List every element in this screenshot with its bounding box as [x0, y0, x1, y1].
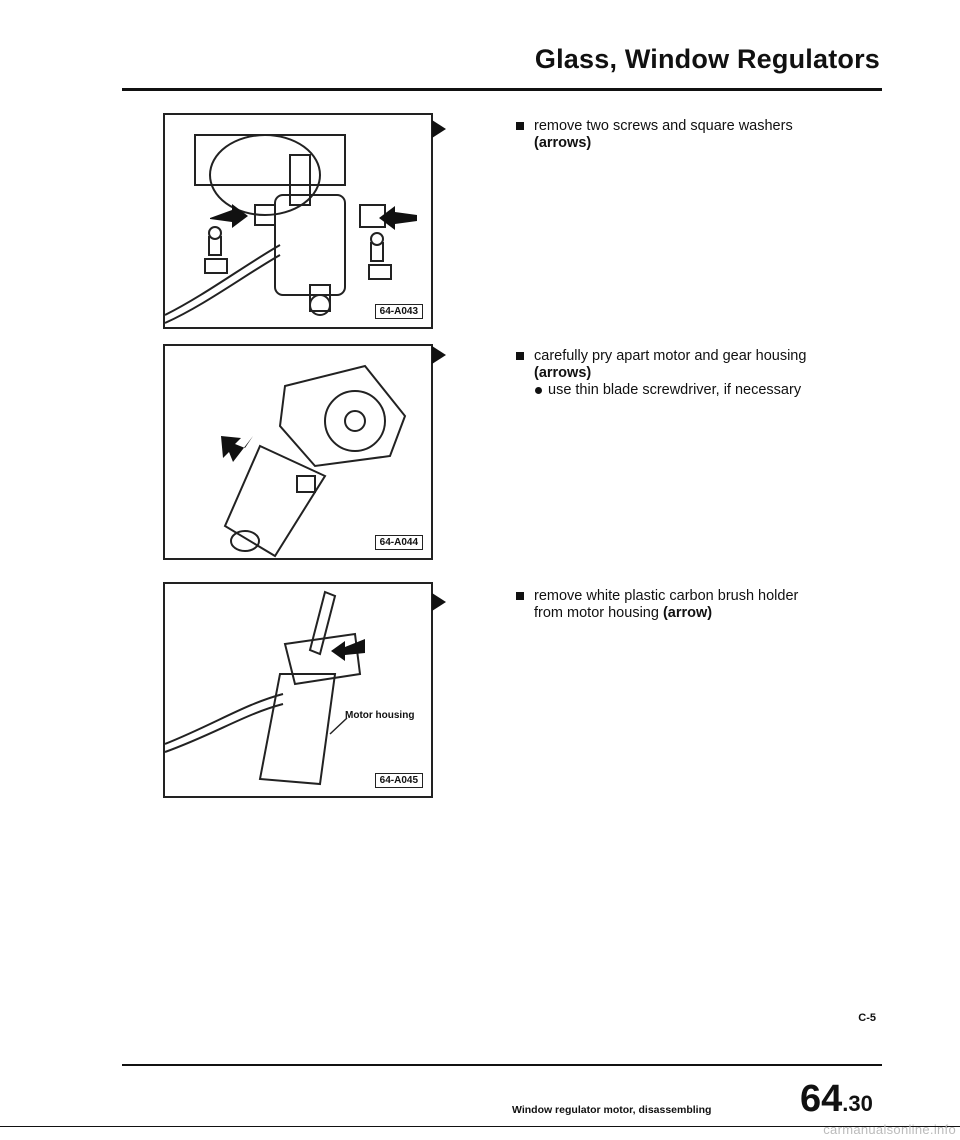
bullet-icon	[516, 352, 524, 360]
motor-gear-housing-illustration	[221, 364, 407, 558]
figure-2: 64-A044	[163, 344, 433, 560]
sub-step: use thin blade screwdriver, if necessary	[534, 382, 896, 399]
figure-1: 64-A043	[163, 113, 433, 329]
step-text: remove two screws and square washers	[534, 118, 793, 134]
pointer-arrow-icon	[432, 346, 446, 364]
pointer-arrow-icon	[432, 593, 446, 611]
footer-bottom-rule	[0, 1126, 960, 1127]
step-emphasis: (arrows)	[534, 365, 592, 381]
step-text: carefully pry apart motor and gear housi…	[534, 348, 807, 364]
figure-code: 64-A044	[374, 535, 423, 550]
footer-rule	[122, 1064, 882, 1066]
step-text: remove white plastic carbon brush holder	[534, 588, 799, 604]
figure-3: Motor housing 64-A045	[163, 582, 433, 798]
section-minor: .30	[842, 1091, 873, 1116]
brush-holder-illustration	[165, 590, 365, 786]
step-text-line2: from motor housing	[534, 605, 659, 621]
step-1: remove two screws and square washers (ar…	[516, 118, 896, 152]
pointer-arrow-icon	[432, 120, 446, 138]
section-major: 64	[800, 1078, 843, 1120]
step-3: remove white plastic carbon brush holder…	[516, 588, 896, 622]
figure-code: 64-A045	[374, 773, 423, 788]
bullet-icon	[516, 592, 524, 600]
motor-screws-illustration	[165, 134, 417, 324]
watermark: carmanualsonline.info	[823, 1122, 956, 1137]
sub-bullet-icon	[535, 387, 542, 394]
motor-housing-callout: Motor housing	[345, 710, 415, 721]
figure-code: 64-A043	[374, 304, 423, 319]
section-number: 64.30	[800, 1078, 873, 1121]
sub-step-text: use thin blade screwdriver, if necessary	[548, 382, 802, 398]
page-title: Glass, Window Regulators	[534, 44, 880, 74]
step-emphasis: (arrow)	[662, 605, 713, 621]
footer-caption: Window regulator motor, disassembling	[512, 1104, 712, 1116]
bullet-icon	[516, 122, 524, 130]
step-2: carefully pry apart motor and gear housi…	[516, 348, 896, 399]
page-id: C-5	[858, 1012, 876, 1024]
header-rule	[122, 88, 882, 91]
step-emphasis: (arrows)	[534, 135, 592, 151]
